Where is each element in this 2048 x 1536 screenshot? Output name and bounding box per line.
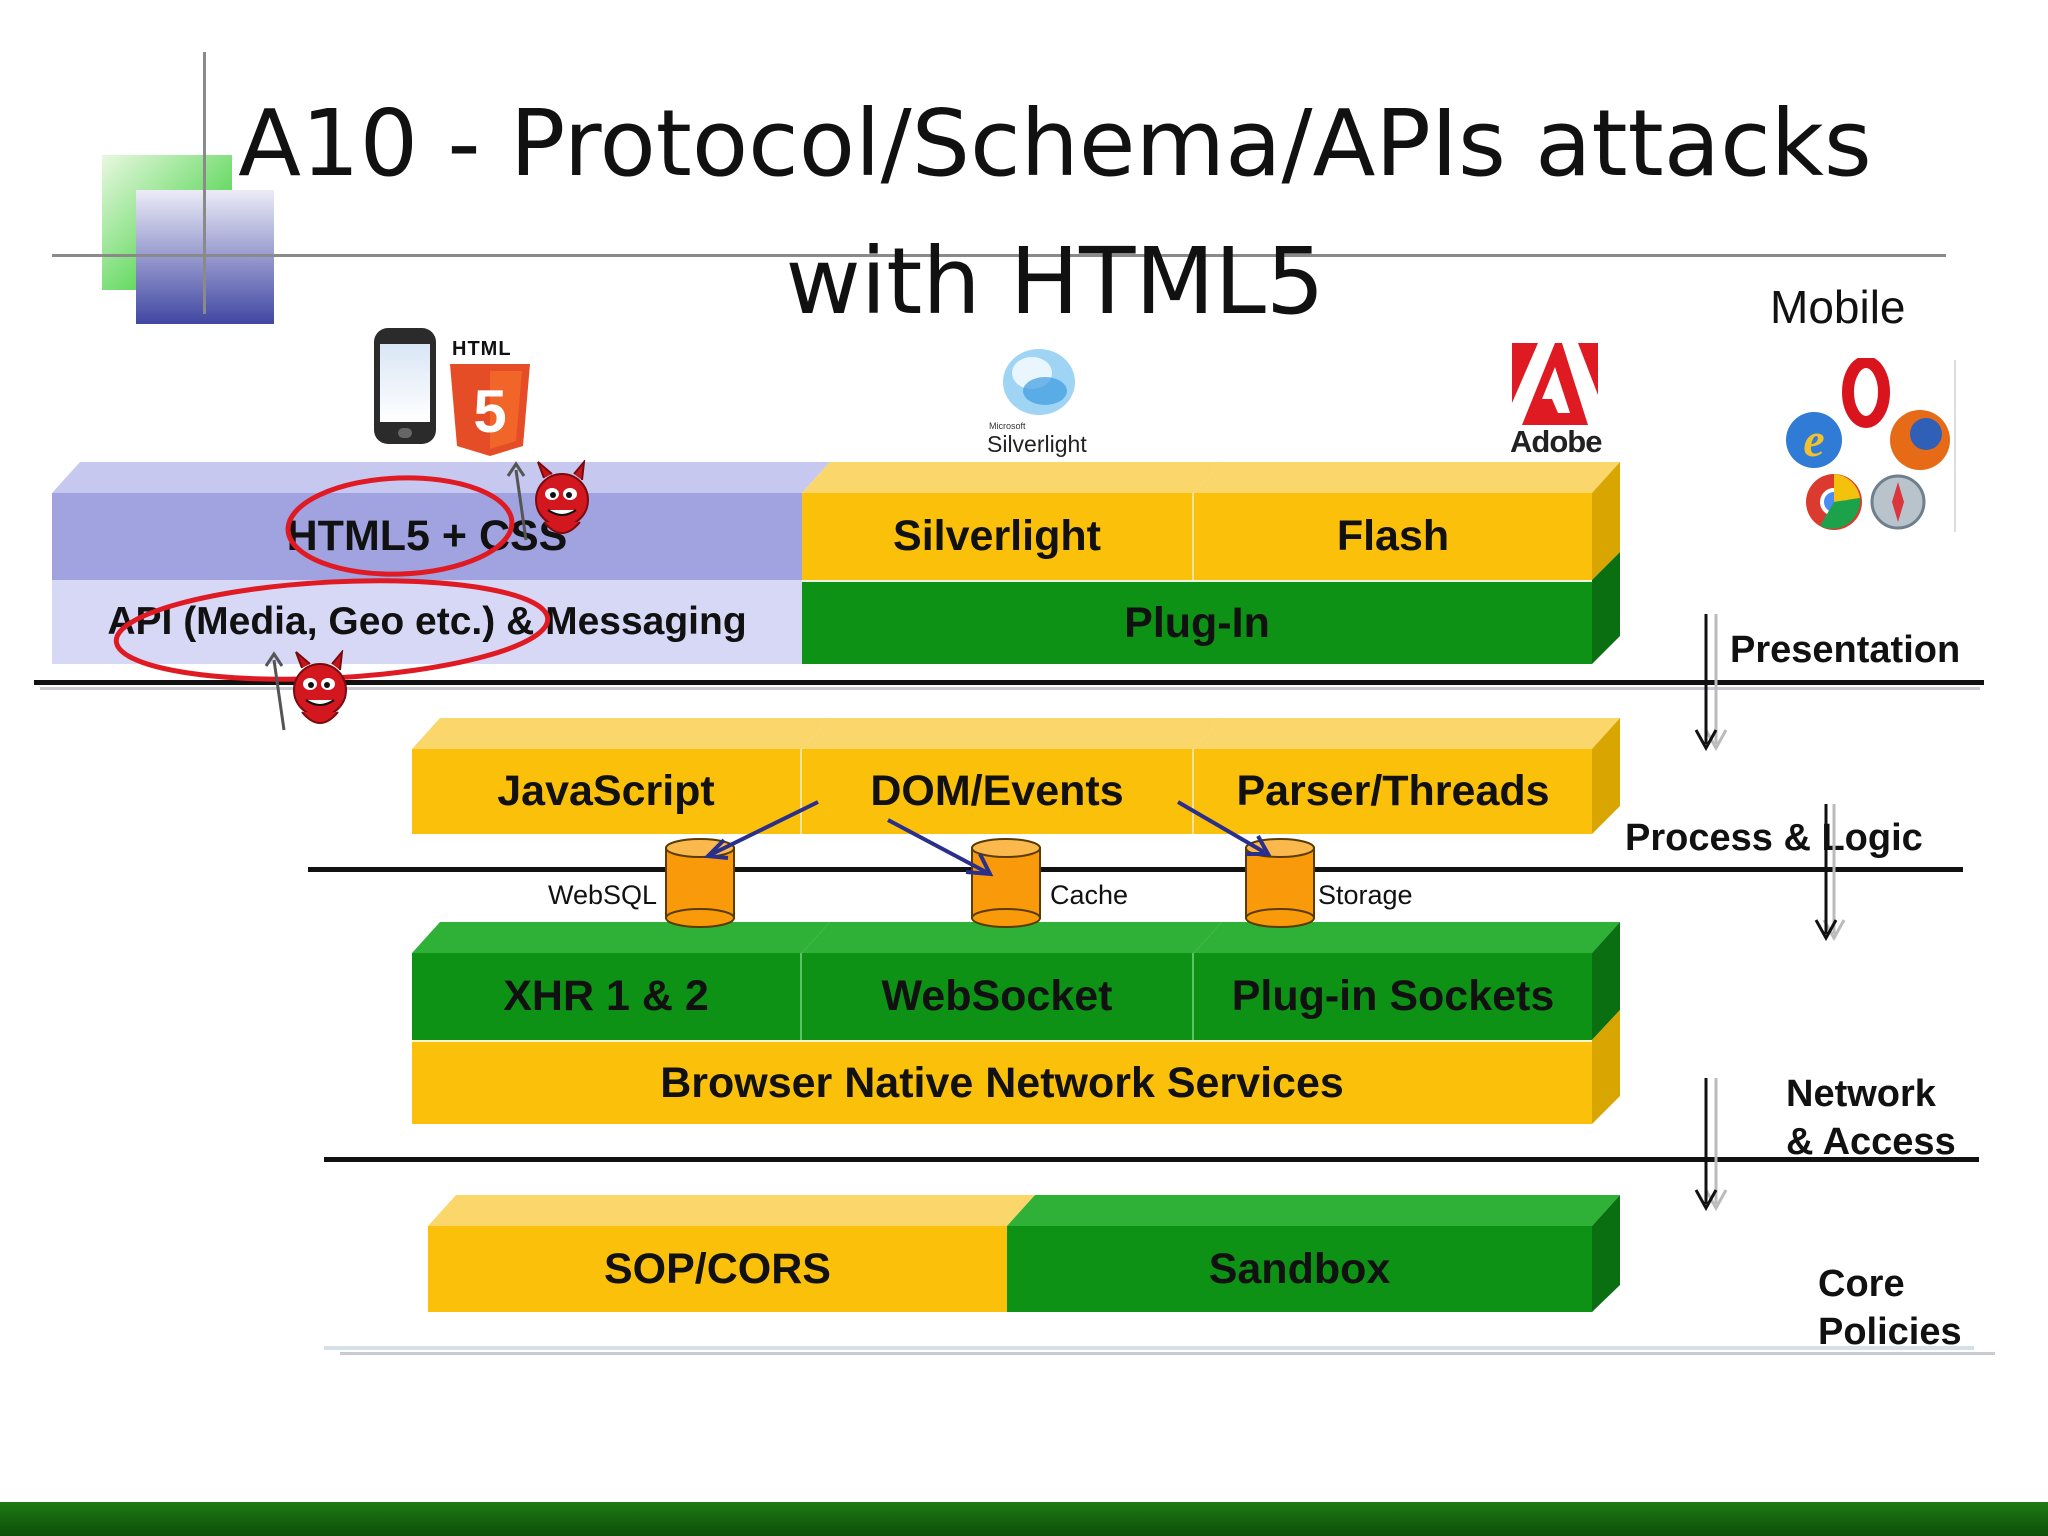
title-line-2: with HTML5 — [785, 228, 1325, 335]
process-line — [308, 867, 1963, 872]
decor-vertical-line — [203, 52, 206, 314]
block-parser-threads: Parser/Threads — [1194, 749, 1592, 834]
devil-icon-lower — [264, 650, 347, 731]
html5-shield-icon: 5 — [450, 364, 530, 456]
core-line — [324, 1346, 1974, 1350]
layer-network-line-1: Network — [1786, 1073, 1936, 1115]
decor-horizontal-line — [52, 254, 1946, 257]
block-xhr: XHR 1 & 2 — [412, 953, 802, 1040]
phone-icon — [374, 328, 436, 444]
block-dom-events: DOM/Events — [802, 749, 1194, 834]
layer-core-line-2: Policies — [1818, 1311, 1962, 1353]
devil-icon — [506, 460, 589, 541]
block-sop-cors: SOP/CORS — [428, 1226, 1007, 1312]
layer-process-label: Process & Logic — [1625, 817, 1923, 859]
silverlight-small-text: Microsoft — [989, 421, 1026, 431]
websql-db-icon — [665, 838, 735, 928]
block-browser-native: Browser Native Network Services — [412, 1040, 1592, 1124]
core-line-shadow — [340, 1352, 1995, 1355]
html5-logo-text: HTML — [452, 338, 512, 360]
title-line-1: A10 - Protocol/Schema/APIs attacks — [238, 90, 1872, 197]
presentation-line-shadow — [40, 687, 1980, 690]
footer-bar — [0, 1502, 2048, 1536]
silverlight-logo-text: Silverlight — [987, 431, 1087, 457]
websql-label: WebSQL — [548, 880, 658, 910]
svg-text:e: e — [1803, 414, 1824, 467]
block-javascript: JavaScript — [412, 749, 802, 834]
block-websocket: WebSocket — [802, 953, 1194, 1040]
browser-divider — [1954, 360, 1956, 532]
block-plugin-sockets: Plug-in Sockets — [1194, 953, 1592, 1040]
layer-core-label: Core Policies — [1818, 1260, 1962, 1356]
svg-text:5: 5 — [473, 378, 506, 445]
layer-presentation-label: Presentation — [1730, 629, 1961, 671]
slide-title: A10 - Protocol/Schema/APIs attacks with … — [150, 75, 1960, 351]
layer-core-line-1: Core — [1818, 1263, 1905, 1305]
attack-ellipse-html5 — [285, 475, 515, 577]
block-plugin: Plug-In — [802, 580, 1592, 664]
layer-network-line-2: & Access — [1786, 1121, 1956, 1163]
block-sandbox: Sandbox — [1007, 1226, 1592, 1312]
cache-label: Cache — [1050, 880, 1129, 910]
presentation-line — [34, 680, 1984, 685]
silverlight-orb-icon — [1003, 349, 1075, 415]
storage-arrows — [703, 800, 1272, 877]
block-api-messaging: API (Media, Geo etc.) & Messaging — [52, 580, 802, 664]
mobile-label: Mobile — [1770, 281, 1906, 333]
browsers-icon: e — [1786, 358, 1950, 530]
block-flash: Flash — [1194, 493, 1592, 580]
adobe-icon — [1512, 343, 1598, 425]
block-html5-css: HTML5 + CSS — [52, 493, 802, 580]
silverlight-logo: Microsoft Silverlight — [985, 343, 1095, 459]
adobe-logo-text: Adobe — [1510, 424, 1602, 459]
block-silverlight: Silverlight — [802, 493, 1194, 580]
network-line — [324, 1157, 1979, 1162]
storage-label: Storage — [1318, 880, 1413, 910]
layer-network-label: Network & Access — [1786, 1070, 1956, 1166]
